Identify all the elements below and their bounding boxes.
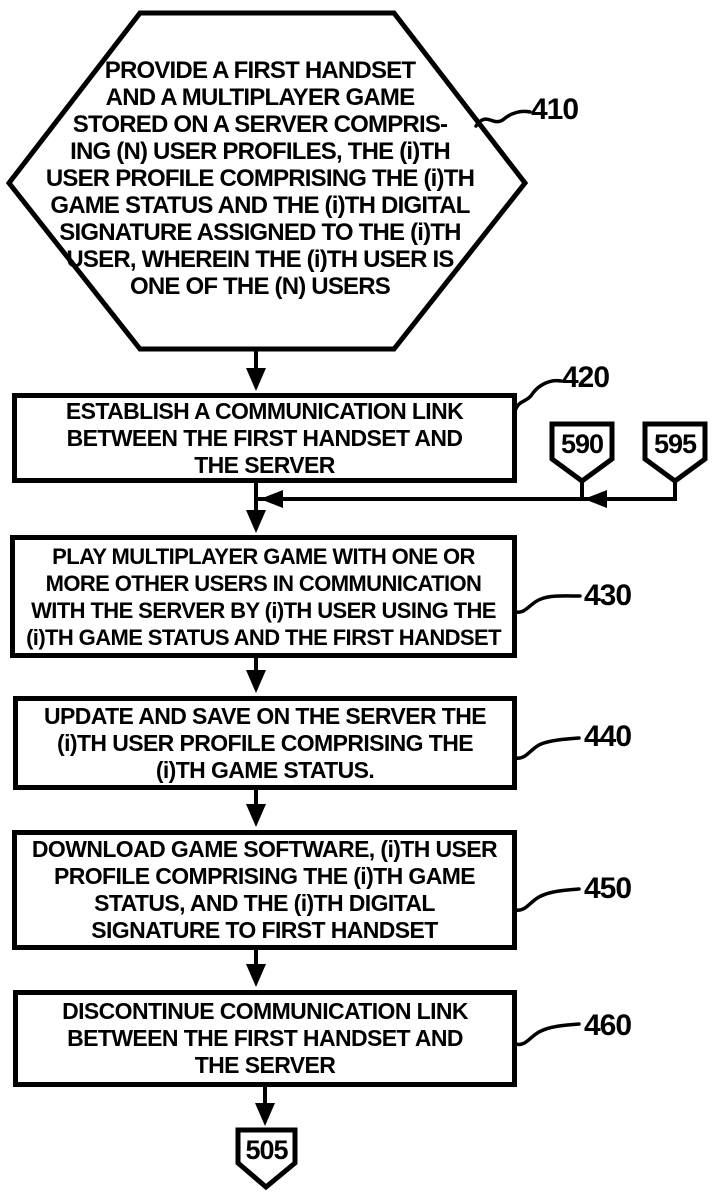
leader-420: [513, 378, 563, 413]
ref-label-420: 420: [562, 361, 610, 394]
step-box-430: PLAY MULTIPLAYER GAME WITH ONE OR MORE O…: [10, 535, 517, 658]
offpage-connector-595-label: 595: [653, 429, 697, 459]
arrowhead-left-into-main-line: [260, 490, 283, 508]
ref-label-450: 450: [584, 872, 632, 905]
leader-410: [474, 109, 532, 128]
ref-label-440: 440: [584, 720, 632, 753]
step-box-460: DISCONTINUE COMMUNICATION LINK BETWEEN T…: [13, 990, 517, 1087]
ref-label-410: 410: [531, 93, 579, 126]
flow-lines: [254, 349, 677, 1106]
offpage-connector-590-shape: [549, 421, 615, 485]
offpage-connector-505-shape: [235, 1127, 298, 1191]
offpage-connector-590-label: 590: [560, 429, 604, 459]
step-box-450: DOWNLOAD GAME SOFTWARE, (i)TH USER PROFI…: [12, 830, 517, 950]
leader-squiggles: [474, 109, 582, 1047]
step-box-440: UPDATE AND SAVE ON THE SERVER THE (i)TH …: [13, 696, 517, 790]
arrowhead-left-at-590-junction: [584, 490, 607, 508]
offpage-connector-505-label: 505: [245, 1135, 288, 1165]
ref-label-430: 430: [584, 579, 632, 612]
arrowhead-into-505: [255, 1103, 275, 1126]
arrowhead-into-460: [246, 964, 266, 987]
arrowhead-into-430: [246, 510, 266, 533]
step-box-420: ESTABLISH A COMMUNICATION LINK BETWEEN T…: [12, 393, 517, 483]
leader-460: [514, 1022, 581, 1047]
arrowhead-into-440: [246, 670, 266, 693]
arrowheads: [246, 368, 607, 1126]
offpage-connector-595-shape: [642, 421, 708, 485]
ref-label-460: 460: [584, 1009, 632, 1042]
hexagon-step-outline: [5, 10, 529, 352]
arrowhead-into-450: [246, 804, 266, 827]
leader-440: [514, 736, 581, 760]
flow-line-595-merge: [258, 481, 677, 501]
arrowhead-into-420: [246, 368, 266, 391]
leader-430: [514, 594, 582, 614]
offpage-connector-shapes: [235, 421, 708, 1191]
leader-450: [514, 887, 581, 912]
hexagon-step-text: PROVIDE A FIRST HANDSET AND A MULTIPLAYE…: [45, 56, 475, 300]
